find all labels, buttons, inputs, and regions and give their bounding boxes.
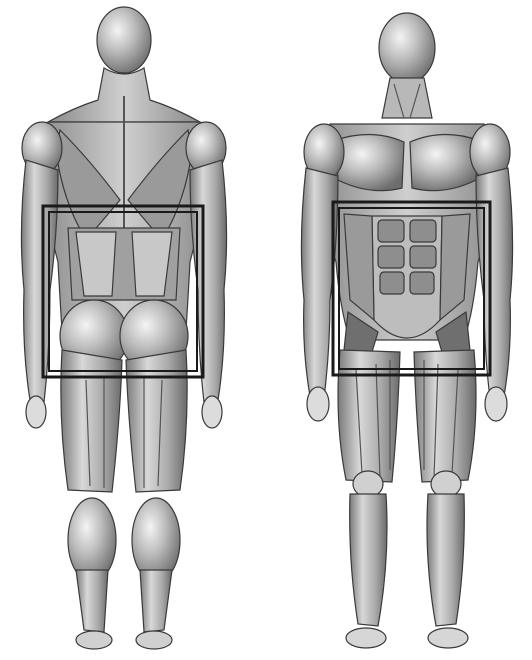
back-foot-left: [76, 631, 112, 649]
front-foot-left: [346, 628, 386, 648]
front-knee-right: [431, 471, 461, 497]
front-pectoral-left: [336, 134, 404, 190]
back-head: [97, 7, 151, 73]
back-shin-left: [76, 570, 108, 632]
front-foot-right: [428, 628, 468, 648]
front-hand-right: [485, 387, 507, 421]
back-hand-left: [26, 396, 46, 428]
front-shin-left: [350, 494, 387, 626]
front-pectoral-right: [410, 134, 478, 190]
back-arm-left: [21, 160, 58, 402]
front-neck: [382, 78, 432, 118]
front-shin-right: [427, 494, 464, 626]
back-arm-right: [190, 160, 227, 402]
back-hand-right: [202, 396, 222, 428]
back-foot-right: [136, 631, 172, 649]
back-view-figure: [21, 7, 226, 649]
front-knee-left: [353, 471, 383, 497]
front-hand-left: [307, 387, 329, 421]
back-shin-right: [140, 570, 172, 632]
front-head: [379, 13, 435, 83]
